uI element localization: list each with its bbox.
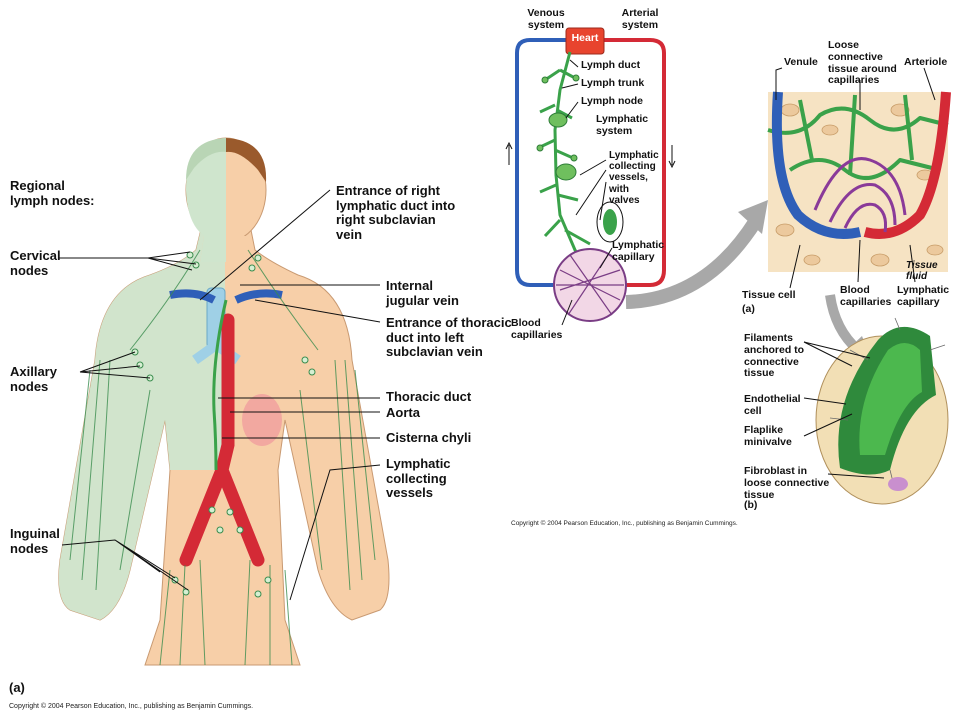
label-lymph-node: Lymph node	[581, 95, 644, 107]
label-blood-capillaries-detail: Blood capillaries	[840, 284, 892, 308]
aorta-vessel	[179, 313, 265, 567]
arterial-loop	[598, 38, 666, 287]
label-lymphatic-collecting: Lymphatic collecting vessels	[386, 456, 451, 501]
blood-capillary-loops	[813, 157, 907, 233]
label-inguinal-nodes: Inguinal nodes	[10, 526, 60, 556]
label-arterial-system: Arterial system	[621, 7, 659, 31]
gray-arrowhead	[738, 200, 768, 234]
venous-loop	[515, 38, 568, 287]
hair-left	[186, 138, 226, 180]
arteriole-vessel	[863, 91, 951, 239]
label-cervical-nodes: Cervical nodes	[10, 248, 61, 278]
label-blood-capillaries-circ: Blood capillaries	[511, 317, 563, 341]
thoracic-duct-vessel	[212, 299, 228, 471]
tissue-cells	[775, 103, 944, 267]
part-label-a-detail: (a)	[742, 303, 755, 315]
label-collecting-valves: Lymphatic collecting vessels, with valve…	[609, 150, 659, 206]
label-lymphatic-capillary-detail: Lymphatic capillary	[897, 284, 950, 308]
label-right-lymphatic-entrance: Entrance of right lymphatic duct into ri…	[336, 183, 456, 242]
label-tissue-fluid: Tissue fluid	[906, 260, 938, 283]
label-lymphatic-capillary-circ: Lymphatic capillary	[612, 239, 665, 263]
label-loose-connective-tissue: Loose connective tissue around capillari…	[828, 39, 897, 87]
label-thoracic-duct: Thoracic duct	[386, 389, 472, 404]
capillary-mesh	[556, 254, 624, 316]
label-lymph-duct: Lymph duct	[581, 59, 641, 71]
lymph-tree-nodes	[536, 74, 580, 181]
neck-shaded	[200, 236, 226, 262]
copyright-left: Copyright © 2004 Pearson Education, Inc.…	[9, 703, 254, 710]
lymph-vessel-network	[69, 249, 376, 666]
right-subclavian-vein	[169, 289, 216, 304]
label-arteriole: Arteriole	[904, 56, 948, 68]
label-fibroblast: Fibroblast in loose connective tissue	[744, 465, 830, 501]
leader-lines-a	[58, 189, 381, 601]
label-lymphatic-system: Lymphatic system	[596, 113, 649, 137]
leader-lines-detail-b	[803, 341, 885, 479]
copyright-middle: Copyright © 2004 Pearson Education, Inc.…	[511, 520, 738, 527]
leader-lines-circulation	[561, 59, 613, 326]
label-axillary-nodes: Axillary nodes	[10, 364, 57, 394]
label-thoracic-entrance: Entrance of thoracic duct into left subc…	[386, 315, 512, 360]
valve-inset-vessel	[603, 209, 617, 235]
label-filaments: Filaments anchored to connective tissue	[744, 332, 805, 380]
heart-box	[565, 27, 605, 55]
label-flaplike-minivalve: Flaplike minivalve	[744, 424, 792, 448]
label-cisterna-chyli: Cisterna chyli	[386, 430, 472, 445]
stomach	[242, 394, 282, 446]
up-arrow-venous	[505, 141, 513, 165]
fibroblast-cell	[888, 477, 908, 491]
label-lymph-trunk: Lymph trunk	[581, 77, 645, 89]
part-label-a-left: (a)	[9, 680, 25, 695]
lymph-tree	[537, 51, 591, 266]
label-aorta: Aorta	[386, 405, 420, 420]
label-heart: Heart	[571, 32, 599, 44]
leader-lines-detail-a	[775, 67, 936, 289]
label-internal-jugular: Internal jugular vein	[386, 278, 459, 308]
regional-heading: Regional lymph nodes:	[10, 178, 95, 208]
label-venous-system: Venous system	[527, 7, 565, 31]
gray-arrow-to-detail	[625, 218, 761, 309]
detail-b-vessel-lumen	[859, 343, 922, 455]
part-label-b: (b)	[744, 499, 758, 511]
label-tissue-cell: Tissue cell	[742, 289, 796, 301]
label-venule: Venule	[784, 56, 818, 68]
label-endothelial-cell: Endothelial cell	[744, 393, 801, 417]
hair	[226, 138, 267, 182]
down-arrow-arterial	[668, 145, 676, 169]
venule-vessel	[771, 91, 862, 239]
